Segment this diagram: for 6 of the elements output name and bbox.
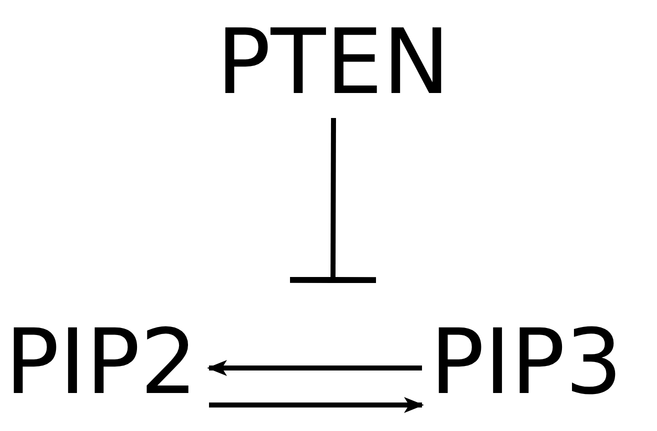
inhibition-line	[287, 118, 379, 284]
arrow	[207, 360, 422, 376]
label-text: PIP3	[430, 318, 622, 408]
label-text: PIP2	[5, 318, 198, 408]
label-text: PTEN	[216, 18, 450, 108]
arrow	[209, 397, 424, 413]
